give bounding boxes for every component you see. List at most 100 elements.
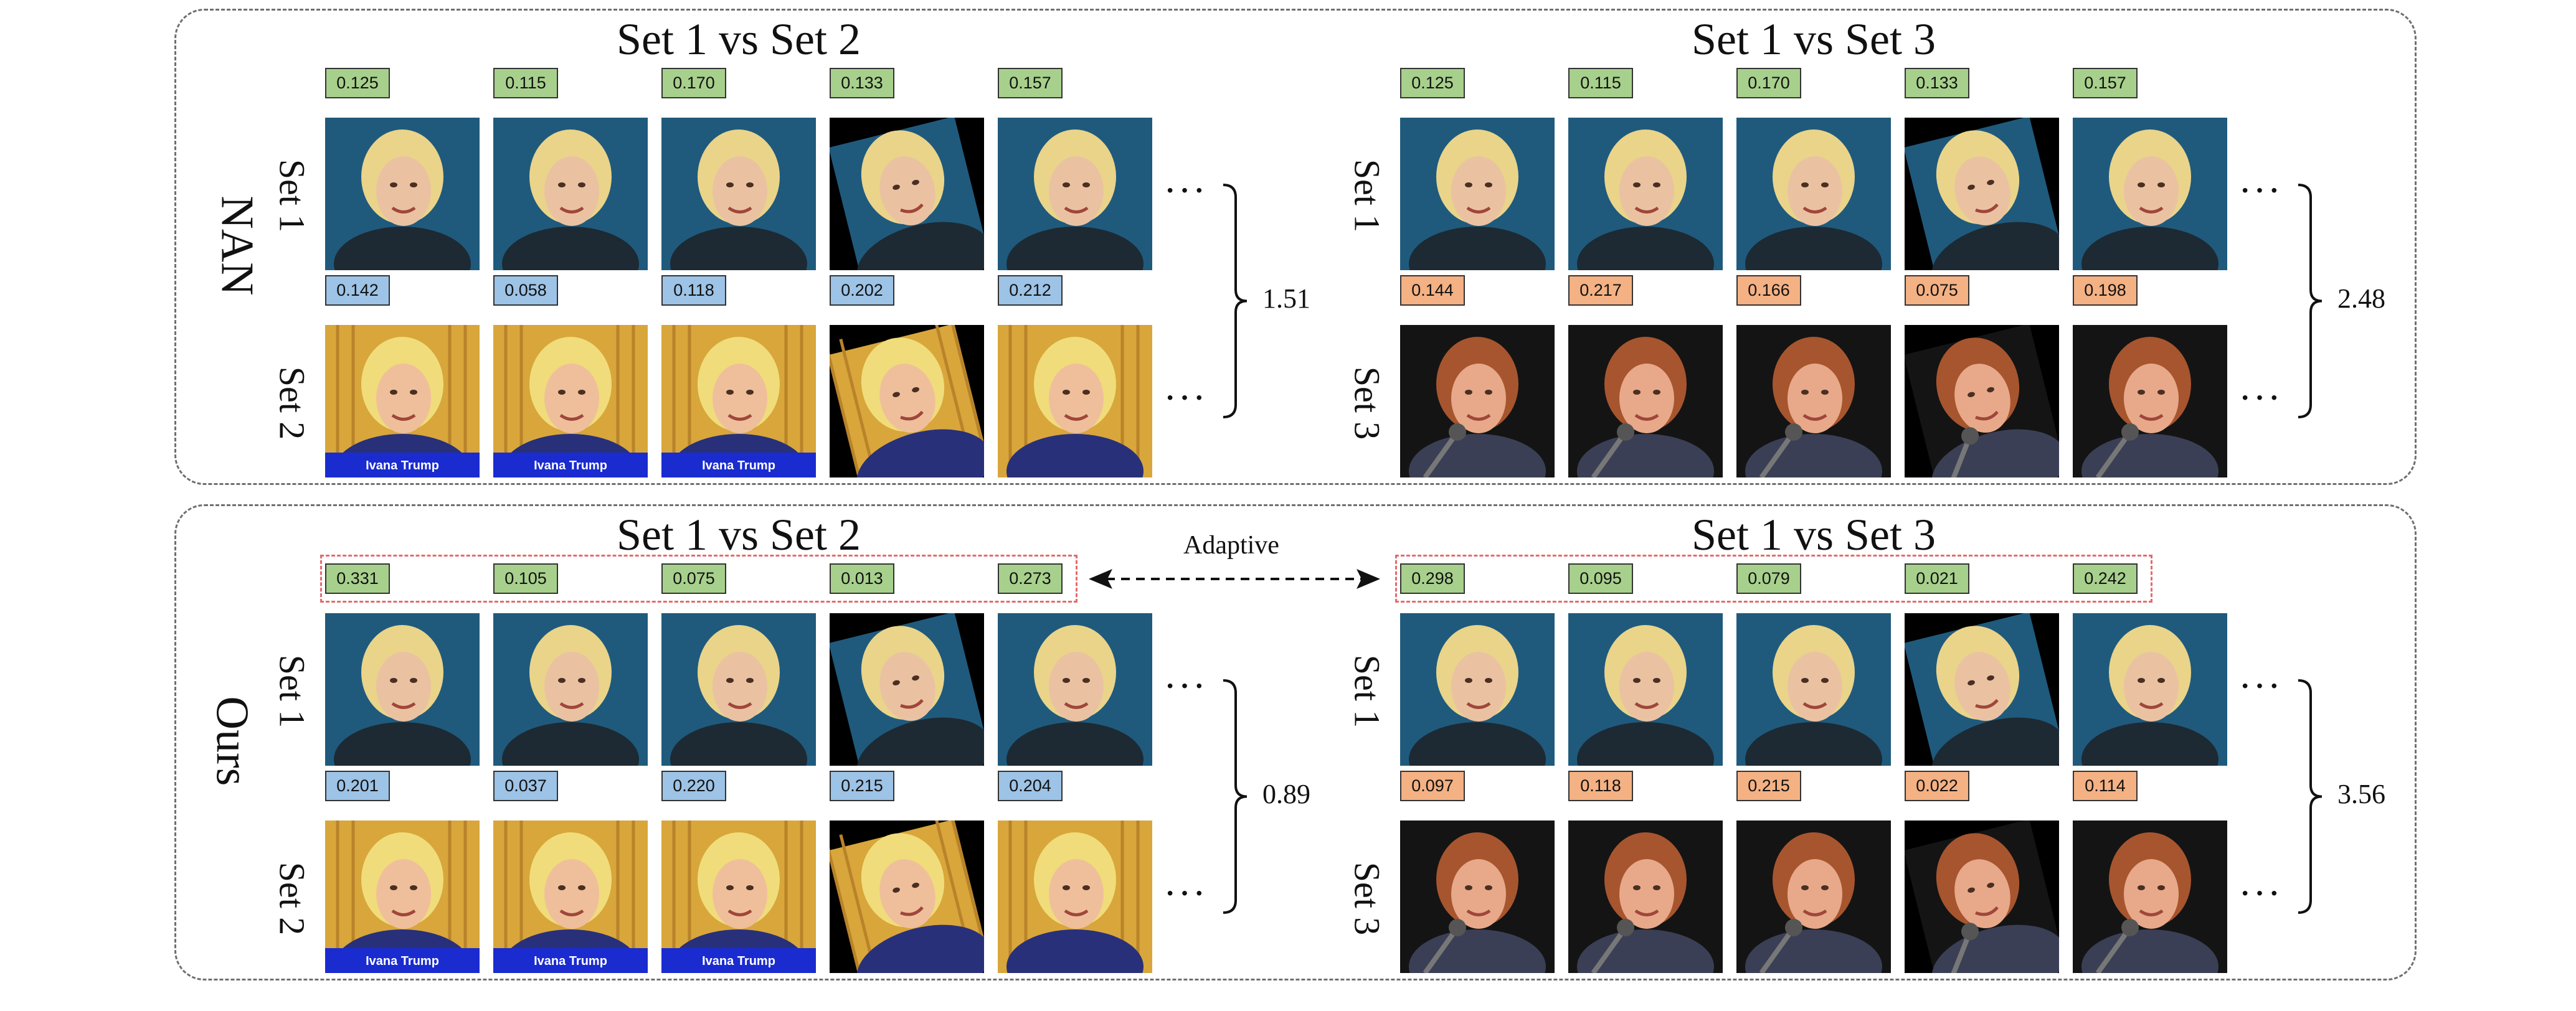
- grouping-brace: [2298, 184, 2323, 418]
- attention-weight-box: 0.166: [1736, 275, 1801, 306]
- attention-weight-box: 0.125: [1400, 68, 1465, 98]
- set-distance-score: 2.48: [2337, 283, 2385, 314]
- ellipsis: ···: [2238, 871, 2282, 915]
- attention-weight-box: 0.118: [661, 275, 726, 306]
- face-thumbnail: [1568, 118, 1723, 270]
- attention-weight-box: 0.133: [1905, 68, 1969, 98]
- svg-text:Ivana Trump: Ivana Trump: [702, 954, 775, 968]
- face-thumbnail: [830, 118, 984, 270]
- attention-weight-box: 0.115: [1568, 68, 1633, 98]
- face-thumbnail: Ivana Trump: [661, 325, 816, 477]
- face-thumbnail: [325, 118, 480, 270]
- face-thumbnail: [1568, 613, 1723, 766]
- comparison-title: Set 1 vs Set 3: [1691, 14, 1936, 64]
- adaptive-double-arrow: [1089, 569, 1380, 589]
- face-thumbnail: [325, 613, 480, 766]
- attention-weight-box: 0.273: [998, 563, 1063, 594]
- set-label: Set 3: [1347, 862, 1388, 936]
- attention-weight-box: 0.095: [1568, 563, 1633, 594]
- adaptive-label: Adaptive: [1183, 531, 1279, 560]
- attention-weight-box: 0.079: [1736, 563, 1801, 594]
- face-thumbnail: Ivana Trump: [493, 821, 648, 973]
- face-thumbnail: Ivana Trump: [493, 325, 648, 477]
- attention-weight-box: 0.021: [1905, 563, 1969, 594]
- face-thumbnail: [1568, 325, 1723, 477]
- adaptive-weights-highlight: [1395, 555, 2152, 603]
- method-panel-nan: [174, 9, 2417, 485]
- method-panel-ours: [174, 504, 2417, 980]
- attention-weight-box: 0.133: [830, 68, 894, 98]
- attention-weight-box: 0.075: [1905, 275, 1969, 306]
- svg-text:Ivana Trump: Ivana Trump: [534, 954, 607, 968]
- attention-weight-box: 0.144: [1400, 275, 1465, 306]
- face-thumbnail: [1905, 118, 2059, 270]
- ellipsis: ···: [2238, 664, 2282, 708]
- face-thumbnail: [493, 613, 648, 766]
- ellipsis: ···: [1163, 168, 1207, 212]
- set-distance-score: 1.51: [1262, 283, 1310, 314]
- face-thumbnail: [1400, 821, 1555, 973]
- set-label: Set 3: [1347, 366, 1388, 440]
- comparison-title: Set 1 vs Set 2: [616, 14, 861, 64]
- attention-weight-box: 0.298: [1400, 563, 1465, 594]
- face-thumbnail: [1400, 613, 1555, 766]
- attention-weight-box: 0.097: [1400, 771, 1465, 801]
- comparison-title: Set 1 vs Set 3: [1691, 510, 1936, 560]
- attention-weight-box: 0.217: [1568, 275, 1633, 306]
- ellipsis: ···: [1163, 375, 1207, 420]
- attention-weight-box: 0.013: [830, 563, 894, 594]
- set-label: Set 2: [272, 862, 313, 936]
- attention-weight-box: 0.125: [325, 68, 390, 98]
- attention-weight-box: 0.201: [325, 771, 390, 801]
- face-thumbnail: [830, 821, 984, 973]
- attention-weight-box: 0.215: [1736, 771, 1801, 801]
- attention-weight-box: 0.037: [493, 771, 558, 801]
- face-thumbnail: [1905, 325, 2059, 477]
- grouping-brace: [1223, 184, 1248, 418]
- attention-weight-box: 0.114: [2073, 771, 2138, 801]
- face-thumbnail: [1400, 118, 1555, 270]
- set-label: Set 1: [1347, 159, 1388, 233]
- grouping-brace: [2298, 679, 2323, 914]
- grouping-brace: [1223, 679, 1248, 914]
- face-thumbnail: [2073, 118, 2227, 270]
- svg-text:Ivana Trump: Ivana Trump: [366, 954, 439, 968]
- attention-weight-box: 0.220: [661, 771, 726, 801]
- face-thumbnail: [2073, 325, 2227, 477]
- set-distance-score: 3.56: [2337, 778, 2385, 809]
- face-thumbnail: [1400, 325, 1555, 477]
- svg-text:Ivana Trump: Ivana Trump: [702, 459, 775, 473]
- attention-weight-box: 0.115: [493, 68, 558, 98]
- attention-weight-box: 0.170: [1736, 68, 1801, 98]
- attention-weight-box: 0.075: [661, 563, 726, 594]
- face-thumbnail: [1905, 821, 2059, 973]
- set-label: Set 1: [1347, 654, 1388, 728]
- ellipsis: ···: [1163, 871, 1207, 915]
- set-distance-score: 0.89: [1262, 778, 1310, 809]
- face-thumbnail: [998, 118, 1152, 270]
- method-label: Ours: [206, 696, 258, 786]
- face-thumbnail: [661, 613, 816, 766]
- ellipsis: ···: [2238, 168, 2282, 212]
- face-thumbnail: [1736, 325, 1891, 477]
- attention-weight-box: 0.157: [998, 68, 1063, 98]
- face-thumbnail: [830, 613, 984, 766]
- attention-weight-box: 0.157: [2073, 68, 2138, 98]
- face-thumbnail: [1905, 613, 2059, 766]
- set-label: Set 1: [272, 159, 313, 233]
- attention-weight-box: 0.212: [998, 275, 1063, 306]
- attention-weight-box: 0.170: [661, 68, 726, 98]
- face-thumbnail: [830, 325, 984, 477]
- attention-weight-box: 0.198: [2073, 275, 2138, 306]
- attention-weight-box: 0.242: [2073, 563, 2138, 594]
- attention-weight-box: 0.204: [998, 771, 1063, 801]
- face-thumbnail: [493, 118, 648, 270]
- attention-weight-box: 0.058: [493, 275, 558, 306]
- ellipsis: ···: [1163, 664, 1207, 708]
- attention-weight-box: 0.215: [830, 771, 894, 801]
- face-thumbnail: [661, 118, 816, 270]
- face-thumbnail: [2073, 613, 2227, 766]
- attention-weight-box: 0.105: [493, 563, 558, 594]
- face-thumbnail: [998, 613, 1152, 766]
- face-thumbnail: [1736, 613, 1891, 766]
